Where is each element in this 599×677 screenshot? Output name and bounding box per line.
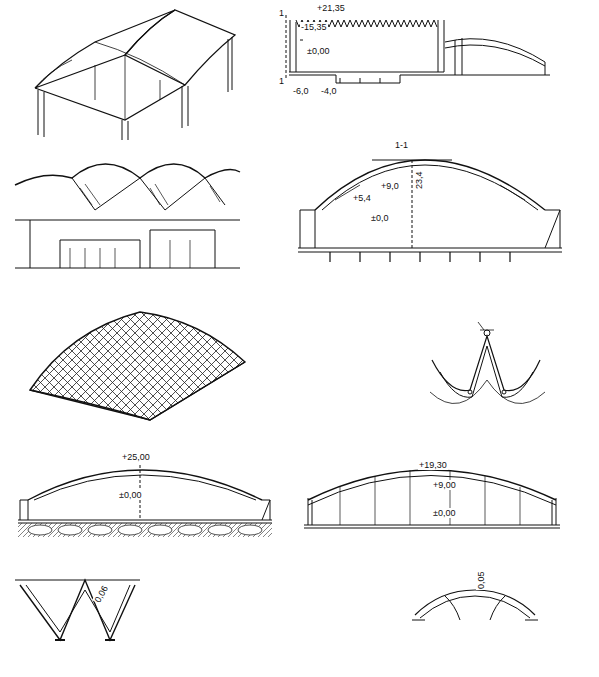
arch-section — [304, 470, 560, 528]
arch-section-1-1 — [298, 160, 562, 262]
dimension-label: -4,0 — [320, 86, 338, 96]
dimension-label: ±0,00 — [118, 490, 142, 500]
small-arch-detail — [412, 590, 538, 620]
dimension-label: +9,00 — [432, 480, 457, 490]
dimension-label: 1 — [278, 8, 285, 18]
dimension-label: +21,35 — [316, 3, 346, 13]
dimension-label: -6,0 — [292, 86, 310, 96]
v-folded-plates — [15, 580, 140, 640]
dimension-label: ±0,00 — [306, 46, 330, 56]
lattice-vault-isometric — [30, 312, 245, 420]
folded-plate-detail — [430, 322, 545, 404]
dimension-label: +9,0 — [380, 181, 400, 191]
dimension-label: +25,00 — [121, 452, 151, 462]
dimension-label: 23,4 — [414, 170, 424, 190]
dimension-label: ±0,00 — [432, 508, 456, 518]
dimension-label: 1-1 — [394, 140, 409, 150]
dimension-label: 0,05 — [476, 570, 486, 590]
shallow-dome-section — [18, 465, 272, 537]
wave-shell-elevation — [15, 164, 240, 268]
folded-roof-section — [286, 15, 550, 83]
dimension-label: +19,30 — [418, 460, 448, 470]
dimension-label: ±0,0 — [370, 213, 389, 223]
barrel-vault-isometric — [35, 10, 235, 140]
dimension-label: 0,06 — [92, 583, 110, 605]
dimension-label: 1 — [278, 76, 285, 86]
dimension-label: +5,4 — [352, 193, 372, 203]
dimension-label: -15,35 — [300, 22, 328, 32]
